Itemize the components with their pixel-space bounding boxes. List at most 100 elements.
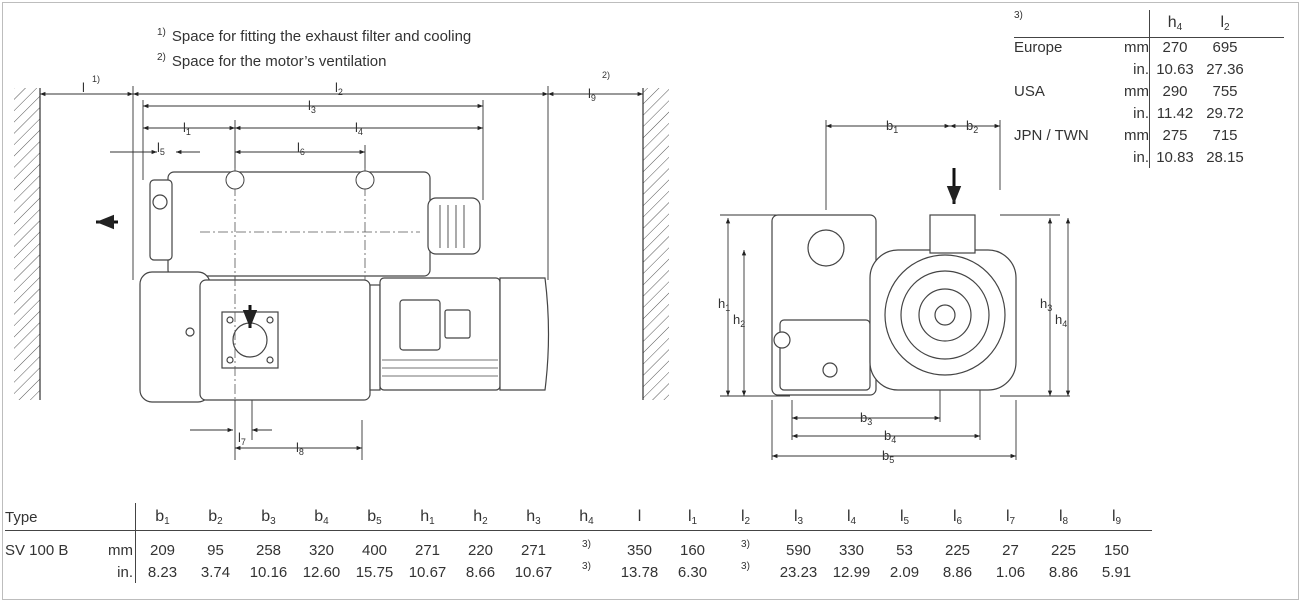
front-view-drawing: b1 b2 b3 b4 b5 h1 h2 h3 h4 [718, 118, 1071, 465]
region-row: in.10.63 27.36 [1014, 58, 1250, 80]
dim-header: b1 [155, 507, 170, 527]
side-view-drawing: l 1) l2 l3 l1 l4 l5 l6 l7 l8 l9 2) [14, 70, 669, 460]
dim-cell: 258 [255, 541, 282, 559]
dim-cell: 3) [582, 539, 591, 550]
region-cell-region [1014, 58, 1109, 80]
dim-cell: 8.23 [147, 563, 178, 581]
dim-cell: 3) [582, 561, 591, 572]
region-table-rule [1014, 37, 1284, 38]
dim-cell: 320 [308, 541, 335, 559]
region-table-mark: 3) [1014, 10, 1023, 21]
region-cell-unit: in. [1133, 60, 1149, 78]
region-cell-region: Europe [1014, 38, 1063, 56]
label-l3: l3 [308, 98, 316, 115]
region-cell-v2: 27.36 [1206, 60, 1244, 78]
dim-header: l1 [687, 507, 698, 527]
right-wall [642, 88, 669, 400]
dim-row-label: in. [5, 561, 136, 583]
region-cell-unit: in. [1133, 104, 1149, 122]
region-col-h4: h4 [1149, 10, 1200, 36]
dim-cell: 8.66 [465, 563, 496, 581]
label-b4: b4 [884, 428, 896, 445]
left-wall [14, 88, 41, 400]
dim-header: h3 [526, 507, 541, 527]
dim-cell: 150 [1103, 541, 1130, 559]
dim-cell: 225 [1050, 541, 1077, 559]
dim-header: l2 [740, 507, 751, 527]
dim-header: b4 [314, 507, 329, 527]
region-cell-unit: mm [1124, 82, 1149, 100]
region-row: in.11.42 29.72 [1014, 102, 1250, 124]
footnote-2: 2) Space for the motor’s ventilation [157, 52, 386, 70]
label-h4: h4 [1055, 312, 1067, 329]
region-cell-v2: 29.72 [1206, 104, 1244, 122]
region-cell-v1: 290 [1149, 80, 1200, 102]
dim-header: h1 [420, 507, 435, 527]
region-col-l2: l2 [1220, 13, 1230, 33]
dim-header: l [637, 507, 642, 525]
dim-cell: 13.78 [620, 563, 659, 581]
label-l2: l2 [335, 80, 343, 97]
label-l1: l1 [183, 120, 191, 137]
dim-cell: 12.99 [832, 563, 871, 581]
dim-cell: 330 [838, 541, 865, 559]
region-cell-unit: mm [1124, 126, 1149, 144]
dim-header: l9 [1111, 507, 1122, 527]
dim-cell: 3) [741, 539, 750, 550]
dim-header: l3 [793, 507, 804, 527]
label-l5: l5 [157, 140, 165, 157]
dim-cell: 590 [785, 541, 812, 559]
label-b1: b1 [886, 118, 898, 135]
region-cell-v2: 695 [1212, 38, 1238, 56]
region-cell-region [1014, 102, 1109, 124]
dim-cell: 8.86 [1048, 563, 1079, 581]
dim-header: b2 [208, 507, 223, 527]
dim-cell: 3) [741, 561, 750, 572]
dim-cell: 2.09 [889, 563, 920, 581]
label-l4: l4 [355, 120, 363, 137]
label-b2: b2 [966, 118, 978, 135]
region-cell-v1: 11.42 [1149, 102, 1200, 124]
dim-cell: 160 [679, 541, 706, 559]
dim-cell: 3.74 [200, 563, 231, 581]
label-l9-mark: 2) [602, 70, 610, 80]
footnote-2-text: Space for the motor’s ventilation [171, 53, 387, 70]
region-cell-v2: 28.15 [1206, 148, 1244, 166]
dim-header: b3 [261, 507, 276, 527]
dim-cell: 400 [361, 541, 388, 559]
dim-cell: 350 [626, 541, 653, 559]
footnote-2-mark: 2) [157, 52, 166, 63]
type-header: Type [5, 503, 136, 531]
dim-table-rule [5, 530, 1152, 531]
label-l7: l7 [238, 430, 246, 447]
label-l8: l8 [296, 440, 304, 457]
region-cell-region [1014, 146, 1109, 168]
label-l: l [82, 80, 85, 95]
dim-cell: 225 [944, 541, 971, 559]
region-cell-region: JPN / TWN [1014, 126, 1089, 144]
dim-cell: 8.86 [942, 563, 973, 581]
region-cell-region: USA [1014, 82, 1045, 100]
dim-cell: 10.67 [408, 563, 447, 581]
dim-cell: 53 [896, 541, 913, 559]
dim-cell: 271 [414, 541, 441, 559]
region-cell-v2: 715 [1212, 126, 1238, 144]
label-b5: b5 [882, 448, 894, 465]
label-b3: b3 [860, 410, 872, 427]
dim-header: h2 [473, 507, 488, 527]
region-cell-v1: 275 [1149, 124, 1200, 146]
dim-cell: 5.91 [1101, 563, 1132, 581]
dim-cell: 1.06 [995, 563, 1026, 581]
dim-cell: 95 [207, 541, 224, 559]
region-cell-v1: 10.63 [1149, 58, 1200, 80]
dim-header: l8 [1058, 507, 1069, 527]
label-l-mark: 1) [92, 74, 100, 84]
